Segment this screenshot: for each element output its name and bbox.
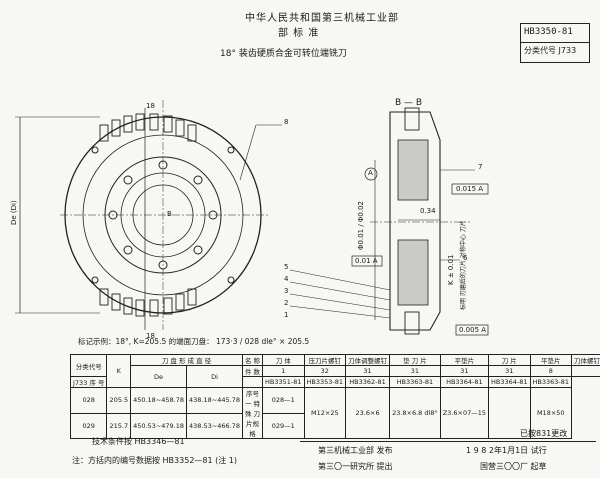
table-header-cell: 刀 体	[262, 354, 305, 366]
table-header-cell: J733 序 号	[69, 376, 108, 388]
standard-number: HB3350-81	[524, 27, 573, 37]
section-mark-top: 18	[146, 102, 155, 110]
table-header-cell: 刀 片	[487, 354, 531, 366]
diameter-label: De (Di)	[10, 200, 18, 225]
runout-dimension: Φ0.01 / Φ0.02	[357, 201, 365, 250]
table-header-cell: 1	[262, 365, 305, 377]
classification-code: 分类代号 J733	[524, 46, 577, 55]
spec-table: 分类代号 K 刀 盘 形 成 直 径 名 称 刀 体 压刀片螺钉 刀体调整螺钉 …	[69, 354, 600, 439]
proposer: 第三〇一研究所 提出	[318, 462, 393, 471]
code-box-divider	[521, 42, 589, 43]
table-header-cell: 31	[345, 365, 391, 377]
table-header-cell: 名 称	[241, 354, 264, 366]
table-header-cell	[571, 365, 600, 377]
k-dimension: K ± 0.01	[447, 254, 455, 286]
table-cell: M18×50	[529, 387, 573, 439]
table-header-cell: K	[106, 354, 132, 388]
revision-note: 已按831更改	[520, 429, 568, 438]
table-row: 028 205.5 450.18~458.78 438.18~445.78 序号…	[69, 387, 600, 439]
table-cell: 215.7	[106, 412, 132, 439]
table-cell: 450.53~479.18	[130, 412, 188, 439]
tolerance-frame-3: 0.005 A	[459, 326, 487, 334]
table-cell: HB3363-81	[389, 376, 441, 388]
angle-dimension: 0.34	[420, 207, 436, 215]
callout-6: 6	[463, 254, 468, 262]
table-cell: HB3364-81	[487, 376, 531, 388]
issuer: 第三机械工业部 发布	[318, 446, 393, 455]
table-cell: Z3.6×07—15	[439, 387, 489, 439]
standard-title: 18° 装齿硬质合金可转位端铣刀	[220, 49, 347, 59]
table-header-cell: 平垫片	[439, 354, 489, 366]
tech-conditions: 技术条件按 HB3346—81	[92, 437, 185, 446]
table-cell: 028	[69, 387, 108, 414]
callout-7: 7	[478, 163, 483, 171]
table-header-cell: 垫 刀 片	[389, 354, 441, 366]
section-title: B — B	[395, 98, 423, 108]
table-header-cell: 8	[529, 365, 573, 377]
table-cell: 438.53~466.78	[186, 412, 243, 439]
callout-8: 8	[284, 118, 289, 126]
table-cell: HB3362-81	[345, 376, 391, 388]
table-cell: HB3364-81	[439, 376, 489, 388]
blade-note: 标明 刃磨后的刀片 对称中心 刀片	[460, 220, 467, 310]
table-std-row: J733 序 号 HB3351-81 HB3353-81 HB3362-81 H…	[69, 376, 600, 388]
effective-date: 1 9 8 2年1月1日 试行	[466, 446, 547, 455]
table-cell: 029—1	[262, 412, 305, 439]
department-title: 部 标 准	[278, 28, 320, 39]
table-cell: HB3353-81	[303, 376, 347, 388]
table-cell: 029	[69, 412, 108, 439]
table-cell: M12×25	[303, 387, 347, 439]
footer-rule	[300, 441, 596, 442]
tolerance-frame-2: 0.01 A	[355, 257, 378, 265]
section-view	[289, 107, 489, 336]
table-cell: HB3351-81	[262, 376, 305, 388]
table-header-cell: 压刀片螺钉	[303, 354, 347, 366]
table-header-cell: 31	[389, 365, 441, 377]
table-header-cell: Di	[186, 365, 243, 388]
standard-code-box: HB3350-81 分类代号 J733	[520, 23, 590, 63]
callout-4: 4	[284, 275, 289, 283]
callout-5: 5	[284, 263, 289, 271]
table-header-cell: 件 数	[241, 365, 264, 377]
section-mark-bottom: 18	[146, 332, 155, 340]
table-header-cell: 刀 盘 形 成 直 径	[130, 354, 243, 366]
table-cell: 028—1	[262, 387, 305, 414]
table-header-cell: De	[130, 365, 188, 388]
table-header-cell: 32	[303, 365, 347, 377]
callout-3: 3	[284, 287, 289, 295]
table-header-cell: 31	[439, 365, 489, 377]
table-cell: 205.5	[106, 387, 132, 414]
table-row: 029 215.7 450.53~479.18 438.53~466.78 02…	[69, 412, 600, 439]
center-label: B	[167, 210, 172, 218]
table-header-cell: 31	[487, 365, 531, 377]
tolerance-frame-1: 0.015 A	[456, 185, 484, 193]
datum-label: A	[368, 169, 373, 177]
callout-1: 1	[284, 311, 289, 319]
front-view	[15, 100, 282, 330]
table-header-row: 分类代号 K 刀 盘 形 成 直 径 名 称 刀 体 压刀片螺钉 刀体调整螺钉 …	[69, 354, 600, 388]
table-cell: 序号一 特殊 刀片规格	[241, 387, 264, 439]
table-header-cell: 分类代号	[69, 354, 108, 377]
table-cell: 23.6×6	[345, 387, 391, 439]
table-cell: HB3363-81	[529, 376, 573, 388]
table-header-cell: 刀体调整螺钉	[345, 354, 391, 366]
ministry-title: 中华人民共和国第三机械工业部	[245, 13, 399, 24]
table-cell: 450.18~458.78	[130, 387, 188, 414]
drafting-plant: 国营三〇〇厂 起草	[480, 462, 547, 471]
marking-example: 标记示例：18°, K=205.5 的端面刀盘： 173·3 / 028 dle…	[78, 337, 310, 346]
footnote: 注：方括内的编号数据按 HB3352—81 (注 1)	[72, 456, 238, 465]
table-subheader-row: De Di 件 数 1 32 31 31 31 31 8	[71, 365, 600, 388]
table-cell	[241, 376, 264, 388]
table-header-cell: 刀体螺钉	[571, 354, 600, 366]
table-cell: 438.18~445.78	[186, 387, 243, 414]
callout-2: 2	[284, 299, 289, 307]
table-header-cell: 平垫片	[529, 354, 573, 366]
table-cell: 23.8×6.8 dl8°	[389, 387, 441, 439]
